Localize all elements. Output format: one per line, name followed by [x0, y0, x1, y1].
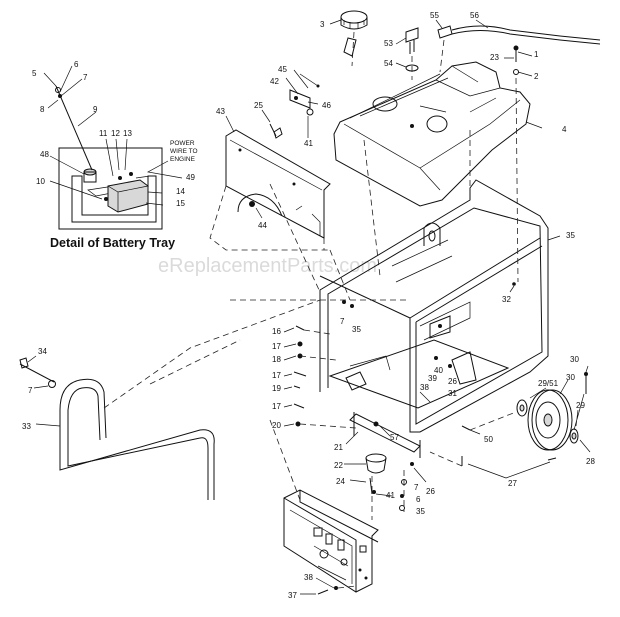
callout-17b: 17 — [272, 371, 281, 380]
battery-tray-caption: Detail of Battery Tray — [50, 236, 175, 250]
callout-49: 48 — [40, 150, 49, 159]
screw-25 — [261, 109, 283, 139]
callout-6: 6 — [416, 495, 421, 504]
callout-27: 27 — [508, 479, 517, 488]
callout-36a: 35 — [352, 325, 361, 334]
frame-fastener — [342, 300, 354, 308]
callout-34: 33 — [22, 422, 31, 431]
callout-9: 9 — [93, 105, 98, 114]
hold-down-rod — [43, 65, 97, 171]
callout-54: 54 — [384, 59, 393, 68]
callout-38: 37 — [288, 591, 297, 600]
callout-12: 12 — [111, 129, 120, 138]
callout-55: 55 — [430, 11, 439, 20]
callout-25: 25 — [254, 101, 263, 110]
callout-35: 34 — [38, 347, 47, 356]
axle-bolts — [429, 411, 557, 479]
tank-fasteners — [504, 45, 533, 77]
fuel-cap — [329, 10, 368, 67]
callout-5: 5 — [32, 69, 37, 78]
watermark: eReplacementParts.com — [158, 255, 377, 277]
callout-6: 6 — [74, 60, 79, 69]
callout-23: 23 — [490, 53, 499, 62]
callout-7a: 7 — [83, 73, 88, 82]
callout-24: 24 — [336, 477, 345, 486]
power-wire-note-line2: WIRE TO — [170, 148, 198, 155]
callout-21: 21 — [334, 443, 343, 452]
callout-57: 57 — [390, 433, 399, 442]
callout-1: 1 — [534, 50, 539, 59]
callout-26b: 26 — [426, 487, 435, 496]
control-panel — [283, 489, 379, 595]
callout-39a: 38 — [420, 383, 429, 392]
battery-tray-detail — [49, 138, 164, 230]
power-wire-note-line3: ENGINE — [170, 156, 196, 163]
callout-16: 16 — [272, 327, 281, 336]
power-wire-note-line1: POWER — [170, 140, 195, 147]
callout-50: 49 — [186, 173, 195, 182]
callout-22: 22 — [334, 461, 343, 470]
wheel — [516, 365, 591, 453]
callout-32: 31 — [448, 389, 457, 398]
callout-46: 44 — [258, 221, 267, 230]
callout-53: 53 — [384, 39, 393, 48]
callout-7d: 7 — [414, 483, 419, 492]
callout-10: 10 — [36, 177, 45, 186]
callout-29-51: 29/51 — [538, 379, 559, 388]
engine-shroud — [209, 115, 331, 251]
callout-11: 11 — [99, 129, 108, 138]
callout-40: 39 — [428, 374, 437, 383]
callout-43: 41 — [304, 139, 313, 148]
bracket-assembly — [285, 69, 320, 138]
callout-18: 18 — [272, 355, 281, 364]
callout-41: 40 — [434, 366, 443, 375]
handle — [19, 355, 215, 500]
callout-8: 8 — [40, 105, 45, 114]
panel-hardware — [283, 325, 357, 429]
callout-4: 4 — [562, 125, 567, 134]
callout-7c: 7 — [28, 386, 33, 395]
callout-33: 32 — [502, 295, 511, 304]
callout-42: 41 — [386, 491, 395, 500]
callout-14: 14 — [176, 187, 185, 196]
fuel-valve-hose — [435, 19, 601, 73]
callout-20: 20 — [272, 421, 281, 430]
callout-26a: 26 — [448, 377, 457, 386]
callout-31: 30 — [570, 355, 579, 364]
callout-3: 3 — [320, 20, 325, 29]
callout-52: 50 — [484, 435, 493, 444]
callout-13: 13 — [123, 129, 132, 138]
callout-48: 46 — [322, 101, 331, 110]
callout-15: 15 — [176, 199, 185, 208]
callout-44: 42 — [270, 77, 279, 86]
callout-2: 2 — [534, 72, 539, 81]
callout-39b: 38 — [304, 573, 313, 582]
callout-17a: 17 — [272, 342, 281, 351]
callout-56: 56 — [470, 11, 479, 20]
callout-45: 43 — [216, 107, 225, 116]
callout-28: 28 — [586, 457, 595, 466]
callout-7b: 7 — [340, 317, 345, 326]
callout-30: 30 — [566, 373, 575, 382]
callout-36b: 35 — [416, 507, 425, 516]
fuel-tank — [333, 61, 531, 207]
callout-29: 29 — [576, 401, 585, 410]
foot-mount — [344, 412, 421, 474]
main-frame — [319, 179, 561, 433]
callout-17c: 17 — [272, 402, 281, 411]
fuel-gauge — [395, 27, 419, 80]
callout-37: 35 — [566, 231, 575, 240]
callout-47: 45 — [278, 65, 287, 74]
callout-19: 19 — [272, 384, 281, 393]
